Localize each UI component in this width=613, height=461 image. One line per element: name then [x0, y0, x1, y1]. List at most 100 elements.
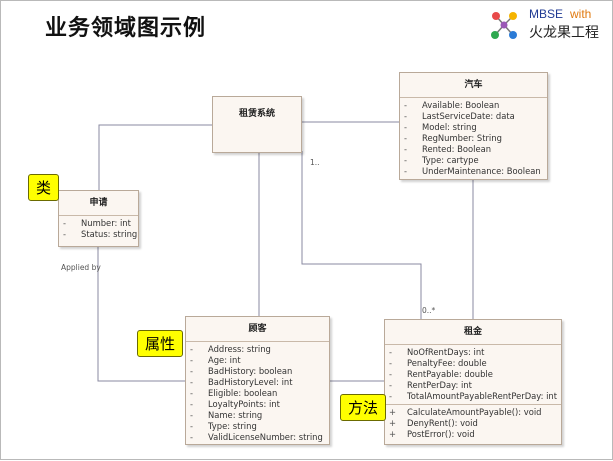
attribute-list: - NoOfRentDays: int - PenaltyFee: double - Re… [385, 345, 561, 404]
attribute: - NoOfRentDays: int [389, 347, 561, 358]
attribute-text: Status: string [81, 229, 138, 239]
attribute-text: Model: string [422, 122, 477, 132]
attribute-text: BadHistory: boolean [208, 366, 293, 376]
visibility-marker: + [389, 429, 397, 439]
attribute: -Status: string [63, 229, 138, 240]
attribute-text: Address: string [208, 344, 271, 354]
visibility-marker: - [404, 111, 408, 121]
multiplicity-one: 1.. [310, 158, 320, 167]
attribute-text: Name: string [208, 410, 263, 420]
line-system-application [98, 124, 212, 191]
visibility-marker: - [404, 144, 408, 154]
multiplicity-many: 0..* [422, 306, 436, 315]
attribute-text: Type: string [208, 421, 257, 431]
class-name: 租赁系统 [238, 109, 275, 119]
attribute-text: Number: int [81, 218, 131, 228]
visibility-marker: - [404, 122, 408, 132]
class-rental-system[interactable]: 租赁系统 [212, 96, 302, 153]
attribute-list: - Address: string - Age: int - BadHistory: bo… [186, 342, 329, 445]
operation-text: DenyRent(): void [407, 418, 478, 428]
attribute: - PenaltyFee: double [389, 358, 561, 369]
attribute-text: Eligible: boolean [208, 388, 278, 398]
attribute: - Model: string [404, 122, 547, 133]
applied-by-label: Applied by [61, 263, 101, 272]
page-title: 业务领域图示例 [45, 16, 207, 41]
visibility-marker: - [190, 355, 194, 365]
callout-attribute: 属性 [137, 330, 184, 357]
logo: MBSE with 火龙果工程 [489, 5, 607, 41]
class-name: 顾客 [248, 324, 267, 334]
attribute-text: UnderMaintenance: Boolean [422, 166, 541, 176]
attribute: - LoyaltyPoints: int [190, 399, 329, 410]
visibility-marker: - [389, 358, 393, 368]
operation: +PostError(): void [389, 429, 561, 440]
class-car[interactable]: 汽车 -Available: Boolean-LastServiceDate: … [399, 72, 548, 180]
attribute: - Number: int [63, 218, 138, 229]
attribute-text: RentPerDay: int [407, 380, 472, 390]
logo-text-company: 火龙果工程 [529, 25, 599, 41]
class-name: 租金 [463, 327, 482, 337]
visibility-marker: - [389, 369, 393, 379]
attribute-text: RegNumber: String [422, 133, 502, 143]
visibility-marker: - [404, 155, 408, 165]
attribute: - Type: string [190, 421, 329, 432]
attribute: - BadHistoryLevel: int [190, 377, 329, 388]
attribute: - RegNumber: String [404, 133, 547, 144]
visibility-marker: - [404, 166, 408, 176]
visibility-marker: - [190, 344, 194, 354]
logo-text-with: with [570, 7, 592, 21]
visibility-marker: - [389, 380, 393, 390]
attribute-text: TotalAmountPayableRentPerDay: int [407, 391, 558, 401]
attribute: - Rented: Boolean [404, 144, 547, 155]
visibility-marker: - [190, 421, 194, 431]
visibility-marker: - [190, 432, 194, 442]
attribute-text: ValidLicenseNumber: string [208, 432, 323, 442]
callout-class: 类 [28, 174, 60, 201]
logo-text-mbse: MBSE [529, 7, 564, 21]
attribute-text: PenaltyFee: double [407, 358, 487, 368]
line-application-customer [97, 246, 185, 382]
visibility-marker: + [389, 407, 397, 417]
visibility-marker: - [190, 410, 194, 420]
attribute-text: RentPayable: double [407, 369, 493, 379]
attribute-list: - Available: Boolean - LastServiceDate: dat… [400, 98, 547, 179]
attribute: - Type: cartype [404, 155, 547, 166]
attribute-text: LoyaltyPoints: int [208, 399, 280, 409]
visibility-marker: - [389, 391, 393, 401]
attribute-text: Rented: Boolean [422, 144, 492, 154]
class-rent[interactable]: 租金 - NoOfRentDays: int - PenaltyFee: double… [384, 319, 562, 445]
visibility-marker: - [190, 377, 194, 387]
visibility-marker: - [404, 133, 408, 143]
class-name: 申请 [89, 198, 108, 208]
attribute-text: BadHistoryLevel: int [208, 377, 293, 387]
attribute-text: Type: cartype [422, 155, 479, 165]
class-application[interactable]: 申请 - Number: int-Status: string [58, 190, 139, 247]
callout-method: 方法 [340, 394, 387, 421]
attribute-text: Available: Boolean [422, 100, 500, 110]
attribute: - ValidLicenseNumber: string [190, 432, 329, 443]
attribute-text: Age: int [208, 355, 241, 365]
visibility-marker: - [190, 399, 194, 409]
visibility-marker: + [389, 418, 397, 428]
visibility-marker: - [404, 100, 408, 110]
attribute: - UnderMaintenance: Boolean [404, 166, 547, 177]
operation: + DenyRent(): void [389, 418, 561, 429]
class-customer[interactable]: 顾客 - Address: string - Age: int - BadHistory:… [185, 316, 330, 445]
attribute: - RentPerDay: int [389, 380, 561, 391]
visibility-marker: - [63, 218, 67, 228]
attribute: - LastServiceDate: data [404, 111, 547, 122]
attribute: - BadHistory: boolean [190, 366, 329, 377]
attribute-text: NoOfRentDays: int [407, 347, 485, 357]
operation-list: +CalculateAmountPayable(): void+DenyRent… [385, 405, 561, 442]
attribute: - TotalAmountPayableRentPerDay: int [389, 391, 561, 402]
attribute: - Available: Boolean [404, 100, 547, 111]
line-system-rent [301, 151, 422, 319]
visibility-marker: - [190, 366, 194, 376]
attribute: - Name: string [190, 410, 329, 421]
attribute-list: - Number: int-Status: string [59, 216, 138, 242]
attribute-text: LastServiceDate: data [422, 111, 515, 121]
attribute: - RentPayable: double [389, 369, 561, 380]
visibility-marker: - [389, 347, 393, 357]
operation: +CalculateAmountPayable(): void [389, 407, 561, 418]
